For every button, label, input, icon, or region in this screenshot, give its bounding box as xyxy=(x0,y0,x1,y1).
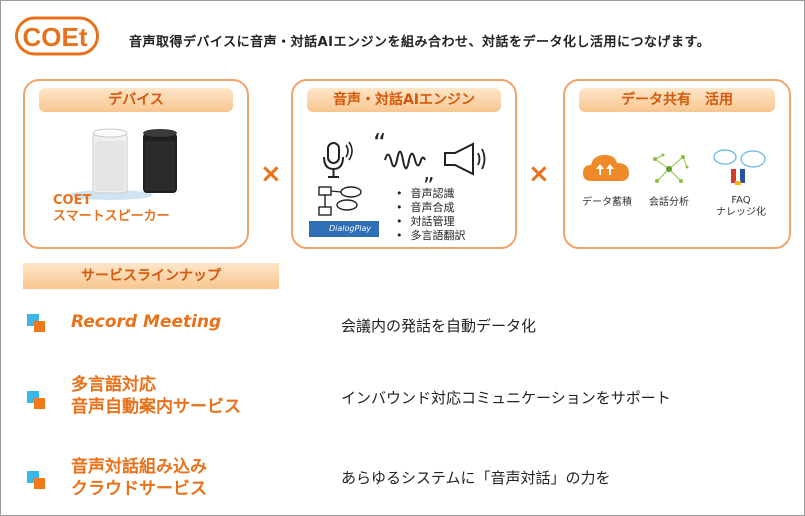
microphone-icon xyxy=(323,141,353,178)
quote-open: “ xyxy=(373,129,387,159)
service-name-line1: 音声対話組み込み xyxy=(71,457,207,477)
times-operator-1: × xyxy=(260,159,282,189)
service-name-line1: 多言語対応 xyxy=(71,375,156,395)
engine-feature-item: 多言語翻訳 xyxy=(396,229,466,243)
engine-feature-list: 音声認識 音声合成 対話管理 多言語翻訳 xyxy=(396,187,466,243)
dialog-flow-icon xyxy=(318,186,362,216)
engine-card-title: 音声・対話AIエンジン xyxy=(307,88,501,112)
service-name: Record Meeting xyxy=(71,311,221,333)
quote-close: „ xyxy=(423,161,435,186)
square-bullet-icon xyxy=(27,391,45,409)
faq-line: FAQ xyxy=(731,195,751,206)
data-card-title: データ共有 活用 xyxy=(579,88,775,112)
device-label: COET スマートスピーカー xyxy=(53,193,170,225)
speaker-icon xyxy=(444,142,486,176)
coet-logo: COEt xyxy=(15,16,99,56)
knowledge-line: ナレッジ化 xyxy=(716,207,766,218)
device-label-line2: スマートスピーカー xyxy=(53,209,170,224)
tagline: 音声取得デバイスに音声・対話AIエンジンを組み合わせ、対話をデータ化し活用につな… xyxy=(129,35,711,50)
device-card: デバイス xyxy=(23,79,249,249)
dialogplay-badge: DialogPlay xyxy=(309,221,379,237)
service-description: 会議内の発話を自動データ化 xyxy=(341,317,537,335)
data-item-label: 会話分析 xyxy=(649,197,689,208)
cloud-storage-icon xyxy=(583,155,629,181)
data-item-label-faq: FAQ ナレッジ化 xyxy=(713,195,769,219)
faq-knowledge-icon xyxy=(713,149,766,185)
voice-waveform-icon xyxy=(384,150,426,170)
square-bullet-icon xyxy=(27,314,45,332)
service-name-line2: クラウドサービス xyxy=(71,479,207,499)
device-label-line1: COET xyxy=(53,193,92,208)
network-analysis-icon xyxy=(653,153,689,183)
times-operator-2: × xyxy=(528,159,550,189)
data-item-label: データ蓄積 xyxy=(582,197,632,208)
engine-feature-item: 音声認識 xyxy=(396,187,466,201)
service-description: あらゆるシステムに「音声対話」の力を xyxy=(341,469,611,487)
engine-feature-item: 音声合成 xyxy=(396,201,466,215)
service-name-line2: 音声自動案内サービス xyxy=(71,397,241,417)
logo-text: COEt xyxy=(23,22,88,52)
smart-speaker-image xyxy=(71,128,177,200)
service-name: 音声対話組み込み クラウドサービス xyxy=(71,456,207,500)
service-description: インバウンド対応コミュニケーションをサポート xyxy=(341,389,671,407)
service-lineup-header: サービスラインナップ xyxy=(23,263,279,289)
service-name: 多言語対応 音声自動案内サービス xyxy=(71,374,241,418)
dialogplay-label: DialogPlay xyxy=(329,224,372,233)
device-card-title: デバイス xyxy=(39,88,233,112)
square-bullet-icon xyxy=(27,471,45,489)
service-name-line1: Record Meeting xyxy=(71,312,222,332)
engine-feature-item: 対話管理 xyxy=(396,215,466,229)
